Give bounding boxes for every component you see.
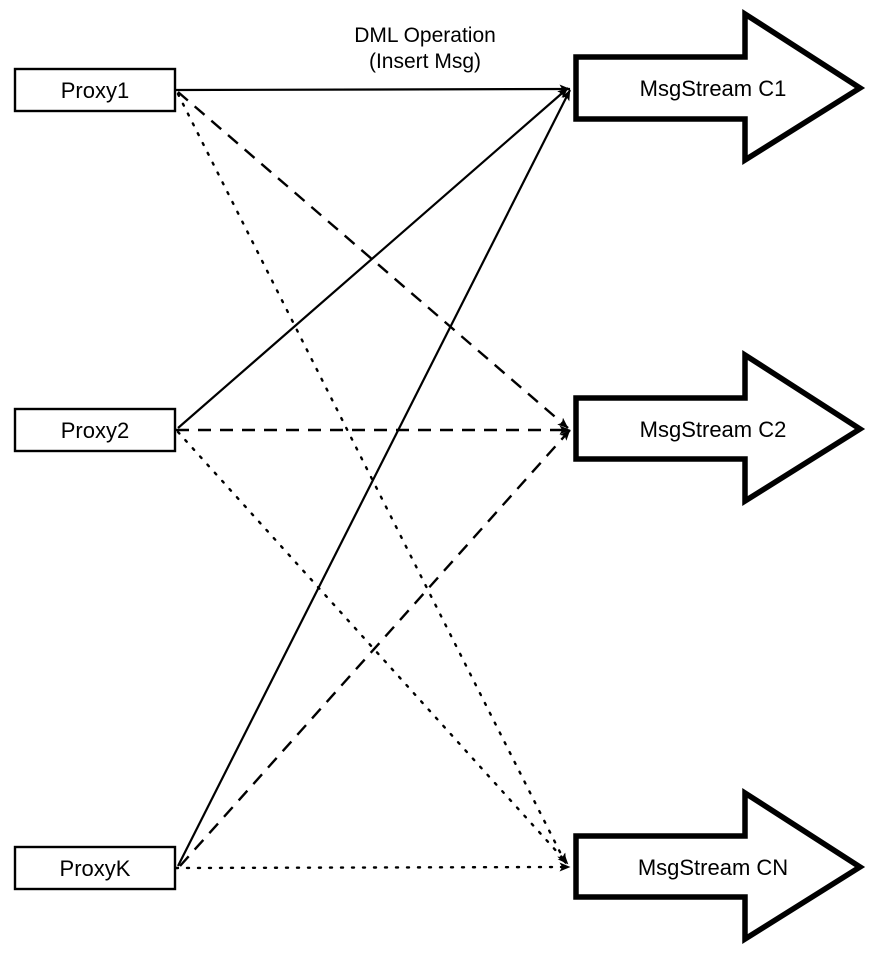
edge-proxyk-to-stream-cn[interactable] [174, 862, 572, 872]
edge-label-line2: (Insert Msg) [369, 50, 481, 73]
edge-proxyk-to-stream-c1[interactable] [177, 89, 571, 867]
proxyk-label: ProxyK [60, 856, 131, 881]
proxy1-box[interactable] [13, 67, 177, 113]
proxy-node-proxy1[interactable]: Proxy1 [13, 67, 177, 113]
edge-label-dml-operation: DML Operation (Insert Msg) [354, 24, 496, 73]
msgstream-node-cn[interactable]: MsgStream CN [573, 787, 866, 944]
edge-proxy2-to-stream-c1[interactable] [177, 87, 569, 429]
edge-label-line1: DML Operation [354, 24, 496, 47]
edge-proxy1-to-stream-c1[interactable] [175, 84, 571, 94]
edge-group-proxy1 [175, 84, 571, 866]
edge-proxy1-to-stream-cn[interactable] [176, 92, 568, 866]
edge-group-proxy2 [176, 87, 571, 866]
msgstream-node-c1[interactable]: MsgStream C1 [573, 8, 866, 165]
msgstream-c2-block-arrow-shape[interactable] [573, 349, 866, 506]
msgstream-cn-block-arrow-shape[interactable] [573, 787, 866, 944]
edge-proxy1-to-stream-c2[interactable] [177, 91, 569, 429]
msgstream-node-c2[interactable]: MsgStream C2 [573, 349, 866, 506]
msgstream-c2-label: MsgStream C2 [640, 417, 787, 442]
edge-proxyk-to-stream-c2[interactable] [179, 429, 571, 867]
edge-proxy2-to-stream-cn[interactable] [176, 430, 570, 866]
msgstream-c1-block-arrow-shape[interactable] [573, 8, 866, 165]
proxy2-box[interactable] [13, 407, 177, 453]
msgstream-cn-label: MsgStream CN [638, 855, 788, 880]
proxy-node-proxy2[interactable]: Proxy2 [13, 407, 177, 453]
proxy2-label: Proxy2 [61, 418, 129, 443]
msgstream-c1-label: MsgStream C1 [640, 76, 787, 101]
proxyk-box[interactable] [13, 845, 177, 891]
proxy-node-proxyk[interactable]: ProxyK [13, 845, 177, 891]
edge-group-proxyk [174, 89, 572, 872]
proxy1-label: Proxy1 [61, 78, 129, 103]
